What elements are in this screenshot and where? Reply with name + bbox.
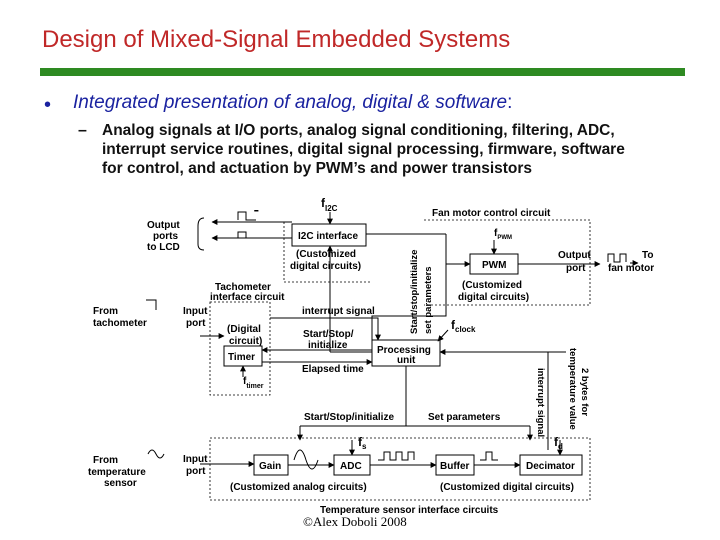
timer-box-label: Timer — [228, 352, 255, 363]
buffer-box-label: Buffer — [440, 461, 470, 472]
customized-digital-2-line1: (Customized — [462, 280, 522, 291]
pwm-box-label: PWM — [482, 260, 506, 271]
interrupt-vertical-label: interrupt signal — [535, 368, 546, 437]
f-d-label: fd — [554, 435, 563, 451]
interrupt-signal-arrow — [270, 317, 381, 341]
f-timer-label: ftimer — [243, 376, 264, 390]
tacho-boundary — [209, 301, 271, 396]
input-port-1-line1: Input — [183, 306, 208, 317]
sub-line-2: interrupt service routines, digital sign… — [102, 141, 625, 158]
customized-digital-3-label: (Customized digital circuits) — [440, 482, 574, 493]
vertical-init-label: Start/stop/initialize — [409, 250, 420, 334]
lcd-digital-waveform: ‾ — [237, 210, 259, 239]
f-clock-label: fclock — [451, 318, 476, 334]
output-port-line1: Output — [558, 250, 591, 261]
customized-digital-1-line2: digital circuits) — [290, 261, 361, 272]
sub-bullet-marker: – — [78, 122, 87, 139]
gain-sine — [293, 449, 319, 470]
digital-circuit-line2: circuit) — [229, 336, 262, 347]
bullet-point: Integrated presentation of analog, digit… — [73, 92, 512, 114]
copyright-footer: ©Alex Doboli 2008 — [303, 514, 407, 529]
bullet-colon: : — [507, 92, 513, 113]
f-pwm-label: fPWM — [494, 228, 512, 241]
f-i2c-label: fI2C — [321, 196, 338, 213]
i2c-interface-label: I2C interface — [298, 231, 358, 242]
fan-title: Fan motor control circuit — [432, 208, 551, 219]
from-tacho-line2: tachometer — [93, 318, 147, 329]
interrupt-signal-label: interrupt signal — [302, 306, 375, 317]
from-tacho-line1: From — [93, 306, 118, 317]
dotted-boundaries — [209, 219, 591, 501]
svg-text:‾: ‾ — [254, 210, 258, 219]
from-temp-line2: temperature — [88, 467, 146, 478]
f-clock-arrow — [437, 329, 449, 342]
gain-box-label: Gain — [259, 461, 281, 472]
decimator-box-label: Decimator — [526, 461, 575, 472]
sub-bullet-text: Analog signals at I/O ports, analog sign… — [102, 121, 712, 178]
from-temp-line3: sensor — [104, 478, 137, 489]
bytes-temp-line1: 2 bytes for — [579, 368, 590, 416]
tacho-title-line1: Tachometer — [215, 282, 271, 293]
sub-line-1: Analog signals at I/O ports, analog sign… — [102, 122, 615, 139]
customized-digital-1-line1: (Customized — [296, 249, 356, 260]
input-port-2-line2: port — [186, 466, 206, 477]
fan-boundary — [424, 219, 591, 306]
output-port-line2: port — [566, 263, 586, 274]
svg-text:to LCD: to LCD — [147, 242, 180, 253]
output-ports-label: Output ports to LCD — [147, 220, 180, 253]
from-temp-line1: From — [93, 455, 118, 466]
customized-digital-2-line2: digital circuits) — [458, 292, 529, 303]
vertical-setparams-label: set parameters — [423, 266, 434, 334]
fan-to-processing-line — [371, 254, 447, 340]
bullet-text: Integrated presentation of analog, digit… — [73, 92, 508, 113]
start-stop-init-line1: Start/Stop/ — [303, 329, 354, 340]
bytes-temp-line2: temperature value — [567, 348, 578, 430]
customized-analog-label: (Customized analog circuits) — [230, 482, 367, 493]
start-stop-init-line2: initialize — [308, 340, 348, 351]
lcd-port-brace — [197, 217, 205, 251]
temp-circuit-title: Temperature sensor interface circuits — [320, 505, 499, 516]
to-fan-line1: To — [642, 250, 653, 261]
input-port-2-line1: Input — [183, 454, 208, 465]
processing-line1: Processing — [377, 345, 431, 356]
svg-text:ports: ports — [153, 231, 178, 242]
temp-sine-small — [147, 449, 165, 459]
tacho-waveform — [146, 299, 157, 310]
tacho-title-line2: interface circuit — [210, 292, 285, 303]
svg-text:Output: Output — [147, 220, 180, 231]
digital-circuit-line1: (Digital — [227, 324, 261, 335]
decimator-box — [519, 454, 583, 476]
to-fan-line2: fan motor — [608, 263, 654, 274]
pwm-waveform — [607, 253, 627, 263]
start-stop-init-2-label: Start/Stop/initialize — [304, 412, 394, 423]
i2c-boundary — [283, 222, 372, 283]
sub-line-3: for control, and actuation by PWM’s and … — [102, 160, 533, 177]
adc-box-label: ADC — [340, 461, 362, 472]
bullet-marker: • — [44, 94, 52, 116]
title-underline-bar — [40, 68, 685, 76]
f-s-label: fs — [358, 435, 367, 451]
processing-unit-box — [371, 339, 441, 367]
temp-boundary — [209, 437, 591, 501]
slide-title: Design of Mixed-Signal Embedded Systems — [42, 26, 511, 53]
elapsed-time-label: Elapsed time — [302, 364, 364, 375]
input-port-1-line2: port — [186, 318, 206, 329]
set-parameters-label: Set parameters — [428, 412, 501, 423]
buffer-digital-waveform — [480, 451, 498, 461]
processing-line2: unit — [397, 355, 416, 366]
adc-digital-waveform — [378, 451, 415, 461]
